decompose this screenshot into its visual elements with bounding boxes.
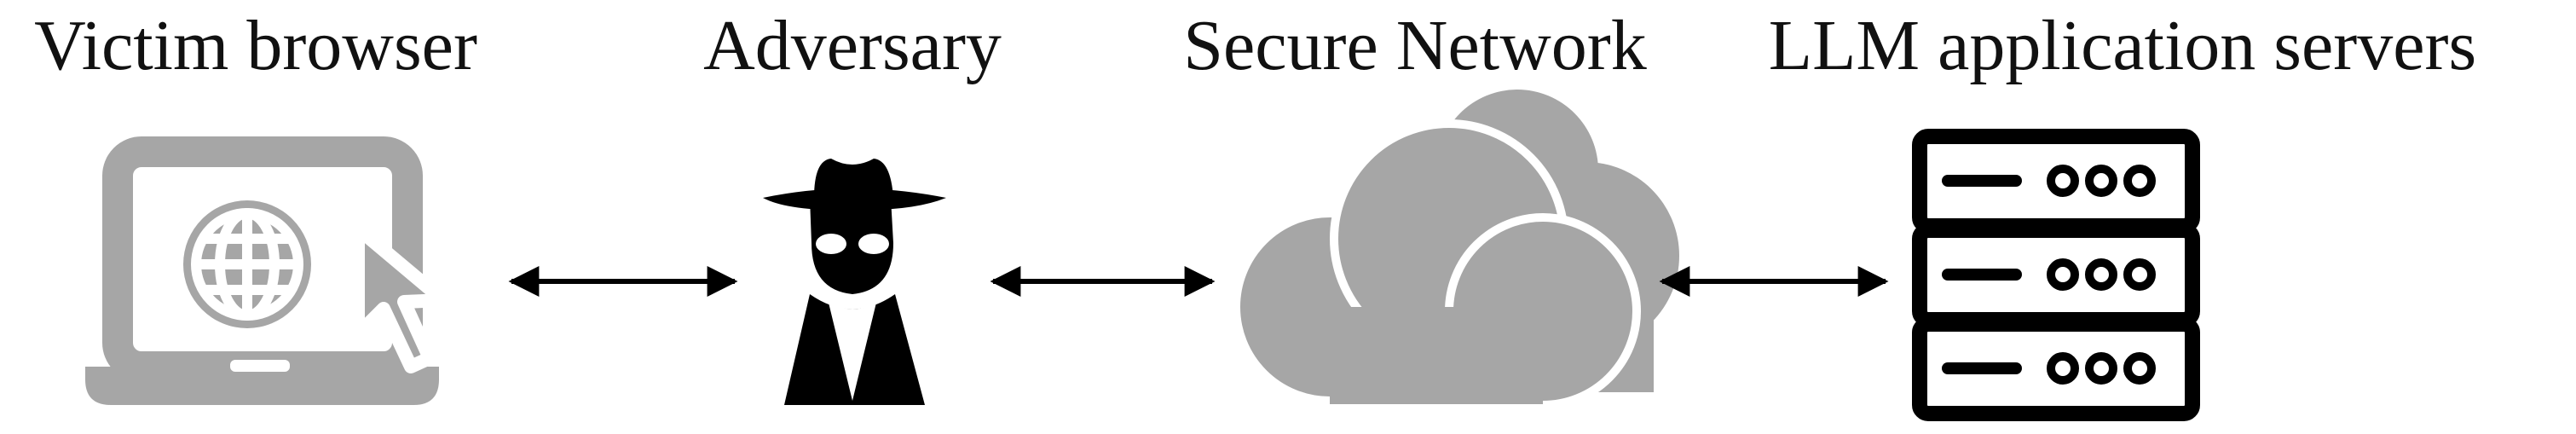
laptop-globe-cursor-icon [85, 136, 450, 405]
spy-hat-icon [763, 159, 946, 405]
globe-icon [183, 200, 311, 328]
cursor-icon [351, 222, 450, 373]
adversary-label: Adversary [703, 6, 1002, 85]
server-rack-icon [1912, 129, 2200, 421]
secure-network-label: Secure Network [1183, 6, 1647, 85]
llm-servers-label: LLM application servers [1768, 6, 2477, 85]
victim-browser-label: Victim browser [34, 6, 477, 85]
cloud-icon [1232, 90, 1679, 409]
